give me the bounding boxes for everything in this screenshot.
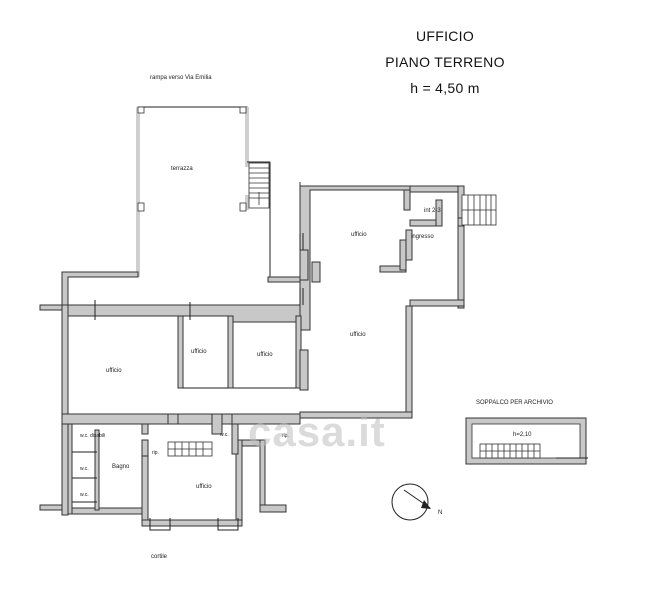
entrance-stair (461, 194, 497, 226)
label-soppalco: SOPPALCO PER ARCHIVIO (476, 400, 553, 406)
label-ufficio-c1: ufficio (191, 349, 207, 355)
label-ufficio-c2: ufficio (257, 352, 273, 358)
interior-partitions (67, 189, 443, 515)
label-wc1: w.c. (80, 466, 89, 472)
label-int: int 2-3 (424, 208, 441, 214)
plan-title-line1: UFFICIO (415, 28, 475, 44)
plan-title-line2: PIANO TERRENO (385, 54, 505, 70)
mezzanine-archive (465, 417, 588, 465)
label-wc-disabili-text: w.c. disabili (80, 433, 105, 439)
label-ufficio-s: ufficio (196, 484, 212, 490)
label-bagno: Bagno (112, 464, 130, 470)
label-cortile: cortile (151, 554, 168, 560)
label-rip1: rip. (152, 450, 159, 456)
label-soppalco-h: h=2,10 (513, 432, 532, 438)
label-ufficio-ne: ufficio (351, 232, 367, 238)
label-rampa: rampa verso Via Emilia (150, 75, 212, 81)
north-compass-icon (391, 483, 431, 521)
label-ingresso: ingresso (411, 234, 434, 240)
terrace-stair (248, 162, 270, 209)
label-ufficio-w: ufficio (106, 368, 122, 374)
label-north: N (438, 510, 442, 516)
label-terrazza: terrazza (171, 166, 193, 172)
label-wc3: w.c. (220, 432, 229, 438)
plan-title-line3: h = 4,50 m (410, 80, 480, 96)
label-ufficio-e: ufficio (350, 332, 366, 338)
label-wc2: w.c. (80, 492, 89, 498)
label-rip2: rip. (282, 433, 289, 439)
south-bay-windows (149, 518, 239, 531)
label-wc-disabili: w.c. disabili (80, 433, 105, 439)
watermark: casa.it (248, 408, 386, 455)
perimeter-walls (39, 182, 465, 527)
terrace-walls (136, 106, 271, 278)
internal-stair (167, 441, 213, 457)
